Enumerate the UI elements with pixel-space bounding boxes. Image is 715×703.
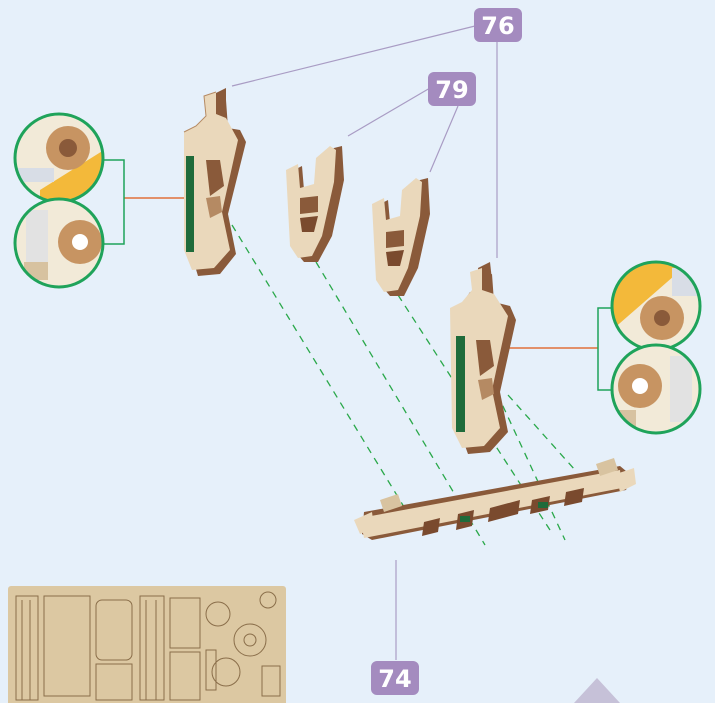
badge-79-label: 79 xyxy=(435,76,468,104)
badge-74-label: 74 xyxy=(378,665,411,693)
badge-79: 79 xyxy=(428,72,476,106)
gear-on-yellow-detail-icon xyxy=(14,114,104,204)
detail-connectors xyxy=(104,160,612,390)
gear-with-tube-detail-icon xyxy=(14,199,104,289)
part-76-left xyxy=(184,88,246,276)
plywood-sheet-thumbnail xyxy=(8,586,286,703)
badge-74: 74 xyxy=(371,661,419,695)
leader-79-a xyxy=(348,88,430,136)
part-79-a xyxy=(286,146,344,262)
leader-79-b xyxy=(430,106,458,172)
part-79-b xyxy=(372,178,430,296)
part-76-right xyxy=(450,262,516,454)
gear-on-yellow-detail-icon-right xyxy=(612,262,702,352)
gear-with-tube-detail-icon-right xyxy=(612,345,702,435)
badge-76-label: 76 xyxy=(481,12,514,40)
badge-76: 76 xyxy=(474,8,522,42)
decorative-triangle xyxy=(574,678,620,703)
part-74-crossbar xyxy=(354,458,636,540)
